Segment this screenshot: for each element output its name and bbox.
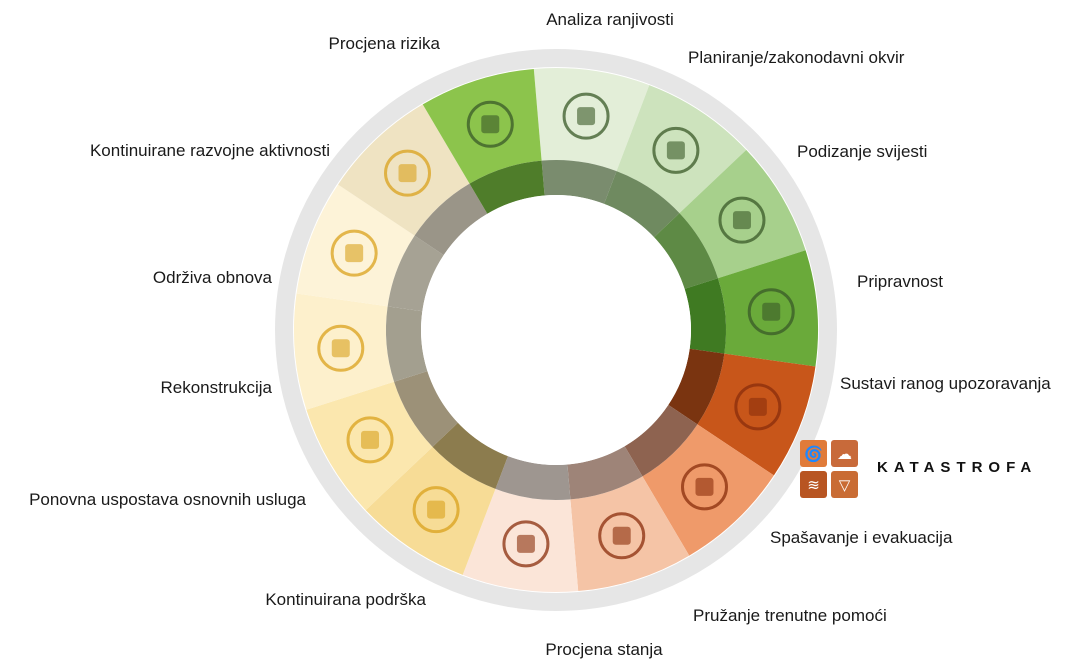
inner-segment-1 [604, 171, 680, 238]
inner-segment-12 [414, 183, 488, 256]
outer-gray-ring [275, 49, 837, 611]
team-check-icon [747, 288, 795, 336]
katastrofa-label: KATASTROFA [877, 459, 1038, 476]
training-audience-icon [718, 196, 766, 244]
growth-gear-icon [330, 229, 378, 277]
inner-segment-0 [541, 160, 617, 204]
inner-segment-9 [394, 371, 458, 447]
label-spasavanje-i-evakuacija: Spašavanje i evakuacija [770, 528, 953, 547]
label-analiza-ranjivosti: Analiza ranjivosti [546, 10, 674, 29]
inner-segment-13 [469, 160, 545, 214]
house-inspection-icon [502, 520, 550, 568]
inner-segment-11 [387, 235, 444, 312]
tornado-icon: ▽ [831, 471, 858, 498]
box-cycle-icon [317, 324, 365, 372]
flood-wave-icon: ≋ [800, 471, 827, 498]
label-pruzanje-trenutne-pomoci: Pružanje trenutne pomoći [693, 606, 887, 625]
label-rekonstrukcija: Rekonstrukcija [160, 378, 273, 397]
inner-ring-segments [386, 160, 726, 501]
clipboard-warning-icon [562, 92, 610, 140]
inner-segment-10 [386, 306, 428, 382]
open-book-icon [652, 126, 700, 174]
label-procjena-rizika: Procjena rizika [328, 34, 441, 53]
hurricane-icon: 🌀 [800, 440, 827, 467]
inner-segment-6 [567, 446, 643, 500]
inner-segment-3 [684, 278, 726, 354]
label-procjena-stanja: Procjena stanja [545, 640, 663, 659]
label-odrziva-obnova: Održiva obnova [152, 268, 272, 287]
inner-segment-8 [432, 422, 508, 489]
label-pripravnost: Pripravnost [857, 272, 943, 291]
label-podizanje-svijesti: Podizanje svijesti [797, 142, 928, 161]
label-ponovna-uspostava: Ponovna uspostava osnovnih usluga [29, 490, 306, 509]
lifebuoy-icon [680, 463, 728, 511]
umbrella-growth-icon [384, 149, 432, 197]
label-sustavi-ranog-upozoravanja: Sustavi ranog upozoravanja [840, 374, 1051, 393]
segment-icons [317, 92, 795, 568]
support-person-icon [412, 486, 460, 534]
inner-segment-5 [624, 404, 698, 477]
label-kontinuirane-razvojne-aktivnosti: Kontinuirane razvojne aktivnosti [89, 141, 330, 160]
label-planiranje: Planiranje/zakonodavni okvir [688, 48, 905, 67]
speaker-alarm-icon [734, 383, 782, 431]
risk-search-icon [466, 100, 514, 148]
inner-segment-7 [495, 456, 571, 501]
aid-distribution-icon [598, 512, 646, 560]
center-hole [421, 195, 691, 465]
delivery-truck-icon [346, 416, 394, 464]
label-kontinuirana-podrska: Kontinuirana podrška [265, 590, 426, 609]
storm-cloud-icon: ☁ [831, 440, 858, 467]
inner-segment-4 [668, 348, 725, 425]
inner-segment-2 [654, 213, 718, 289]
katastrofa-hazard-icon: 🌀 ☁ ≋ ▽ [800, 440, 858, 498]
